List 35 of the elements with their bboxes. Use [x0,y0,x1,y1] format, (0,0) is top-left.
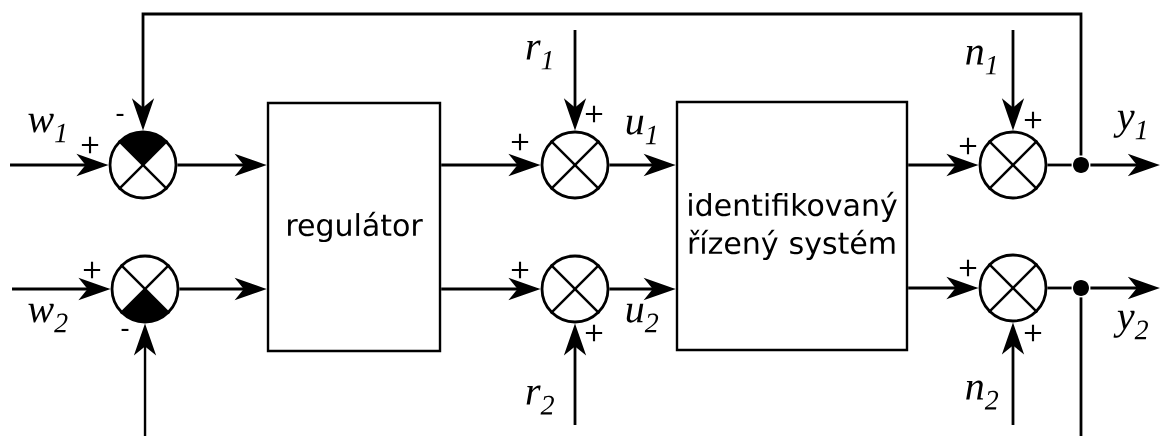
connector-line [1079,297,1083,436]
edge-label: y$_{1}$ [1113,110,1146,140]
edge-label: n$_{1}$ [966,45,996,75]
sign-label: + [1024,324,1042,342]
sign-label: + [585,324,603,342]
sign-label: - [116,113,124,116]
summing-junction [108,130,178,200]
edge-label: r$_{2}$ [526,385,554,415]
sign-label: + [83,261,101,279]
junction-dot [1073,157,1089,173]
block-box: identifikovaný řízený systém [675,100,909,352]
sign-label: + [511,261,529,279]
sign-label: + [585,105,603,123]
summing-junction [110,254,180,324]
sign-label: - [121,328,129,331]
edge-label: y$_{2}$ [1113,310,1148,340]
edge-label: u$_{1}$ [626,115,656,145]
edge-label: r$_{1}$ [526,40,552,70]
sign-label: + [511,133,529,151]
connector-line [1047,163,1072,167]
junction-dot [1073,280,1089,296]
sign-label: + [959,259,977,277]
sign-label: + [959,137,977,155]
summing-junction [978,253,1048,323]
edge-label: n$_{2}$ [966,380,999,410]
summing-junction [978,130,1048,200]
edge-label: u$_{2}$ [626,303,659,333]
sign-label: + [81,136,99,154]
edge-label: w$_{1}$ [28,113,66,143]
sign-label: + [1024,111,1042,129]
edge-label: w$_{2}$ [28,303,68,333]
summing-junction [540,254,610,324]
block-box: regulátor [266,101,442,353]
connector-line [1047,286,1072,290]
summing-junction [540,130,610,200]
